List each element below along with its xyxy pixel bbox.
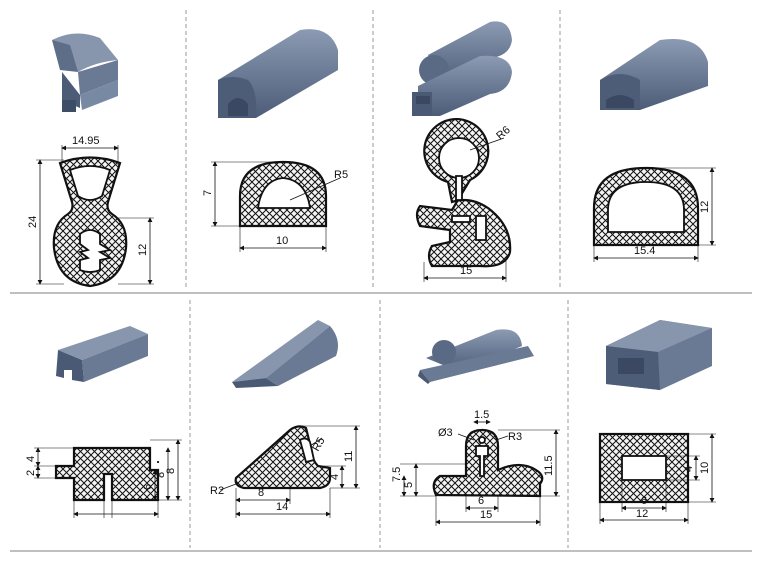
dimension-lines xyxy=(400,419,560,526)
profile-cross-section xyxy=(432,428,544,498)
profile-3d-view xyxy=(606,320,712,390)
dimension-lines xyxy=(599,433,716,524)
dim-height: 12 xyxy=(699,201,711,213)
dim-left-b: 5 xyxy=(403,482,415,488)
dim-inner-width: 6 xyxy=(641,495,647,507)
dim-right-c: 8 xyxy=(165,468,177,474)
profile-3d-view xyxy=(600,38,708,110)
dim-radius: R5 xyxy=(334,169,348,181)
panel-5: 4 2 8 6 8 xyxy=(25,326,182,518)
panel-2: 7 R5 10 xyxy=(202,29,348,252)
profile-cross-section xyxy=(54,446,160,502)
dim-top: 1.5 xyxy=(474,409,489,421)
dim-width: 15 xyxy=(480,509,492,521)
panel-8: 4 10 6 12 xyxy=(598,320,716,524)
panel-7: 1.5 Ø3 R3 7.5 5 11.5 6 15 xyxy=(391,329,560,526)
profile-3d-view xyxy=(232,320,338,388)
dimension-lines xyxy=(211,161,341,252)
dimension-lines xyxy=(219,425,360,518)
dim-width: 10 xyxy=(276,235,288,247)
dim-right-b: 6 xyxy=(142,484,154,490)
dim-height: 24 xyxy=(27,216,39,228)
dim-height: 10 xyxy=(699,462,711,474)
panel-1: 14.95 24 12 xyxy=(27,33,154,288)
profile-cross-section xyxy=(52,156,128,288)
dimension-lines xyxy=(593,167,716,262)
dim-left-top: 4 xyxy=(25,456,37,462)
profile-cross-section xyxy=(415,118,512,268)
dim-left-bottom: 2 xyxy=(25,470,37,476)
dim-inner: 6 xyxy=(478,495,484,507)
dim-width: 15.4 xyxy=(634,245,655,257)
profile-cross-section xyxy=(598,432,690,504)
profile-3d-view xyxy=(52,33,118,112)
dimension-lines xyxy=(36,145,154,285)
panel-4: 12 15.4 xyxy=(592,38,716,262)
panel-6: R2 R5 8 14 11 4 xyxy=(210,320,360,518)
panel-3: R6 15 xyxy=(412,21,513,282)
dim-width: 14 xyxy=(276,501,288,513)
dim-radius: R6 xyxy=(494,124,512,142)
profile-cross-section xyxy=(592,166,700,247)
dim-right-a: 8 xyxy=(155,472,167,478)
profile-3d-view xyxy=(418,329,534,384)
dim-height: 11 xyxy=(343,451,355,462)
dim-right: 12 xyxy=(137,244,149,256)
profile-3d-view xyxy=(218,29,338,119)
dimension-lines xyxy=(34,439,182,518)
dim-dia: Ø3 xyxy=(438,427,453,439)
dim-width: 15 xyxy=(460,265,472,277)
dim-height-small: 4 xyxy=(329,474,341,480)
profile-3d-view xyxy=(412,21,512,116)
dim-width: 12 xyxy=(636,508,648,520)
profile-cross-section xyxy=(238,160,328,228)
profile-cross-section xyxy=(234,425,332,490)
dimension-lines xyxy=(423,137,507,282)
dim-inner-height: 4 xyxy=(683,466,695,472)
grid-dividers xyxy=(10,10,752,552)
dim-radius: R3 xyxy=(508,431,522,443)
dim-left-a: 7.5 xyxy=(391,467,403,482)
dim-height: 7 xyxy=(202,190,214,196)
dim-width-inner: 8 xyxy=(258,487,264,499)
profile-3d-view xyxy=(56,326,148,382)
dim-radius-left: R2 xyxy=(210,485,224,497)
dim-width: 14.95 xyxy=(72,135,100,147)
dim-height: 11.5 xyxy=(543,455,555,476)
